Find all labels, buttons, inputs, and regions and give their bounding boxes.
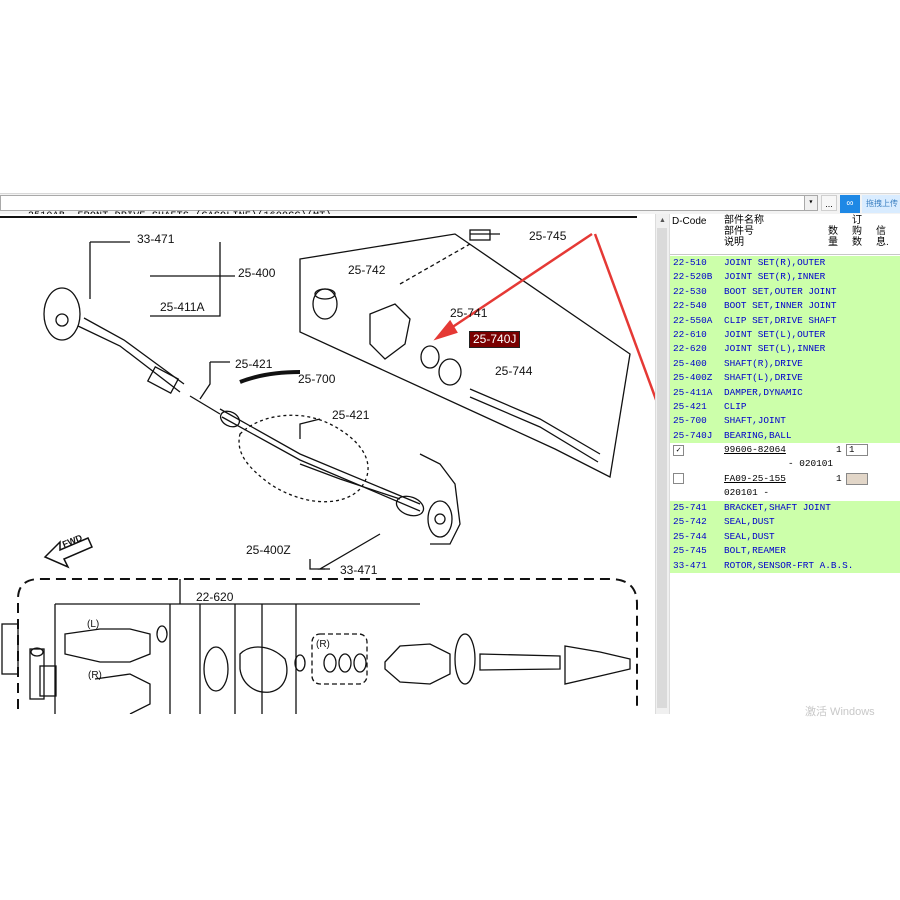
diagram-drawing [0,216,655,714]
callout-25-700: 25-700 [298,372,336,386]
chevron-down-icon[interactable]: ▾ [804,196,817,210]
callout-25-421-bottom: 25-421 [332,408,370,422]
callout-right-label-2: (R) [316,639,330,650]
upload-button[interactable]: 拖拽上传 [862,195,900,213]
diagram-scrollbar[interactable]: ▲ [655,214,670,714]
callout-25-421-top: 25-421 [235,357,273,371]
callout-25-741: 25-741 [450,306,488,320]
header-dcode: D-Code [672,216,707,227]
scroll-up-icon[interactable]: ▲ [659,217,666,224]
callout-left-label: (L) [87,619,100,630]
header-qty: 数 量 [828,226,838,248]
parts-list-header: D-Code 部件名称 部件号 说明 数 量 订 购 数 信 息. [670,214,900,255]
link-icon[interactable]: ∞ [840,195,860,213]
header-order: 订 购 数 [852,215,862,248]
title-bar: 2510AB FRONT DRIVE SHAFTS (GASOLINE)(160… [0,193,900,222]
variant-qty: 1 [836,473,842,484]
callout-22-620: 22-620 [196,590,234,604]
callout-33-471-top: 33-471 [137,232,175,246]
header-info: 信 息. [876,226,889,248]
scrollbar-thumb[interactable] [657,228,667,708]
part-variant-item: FA09-25-155 1 020101 - [670,472,900,500]
more-button[interactable]: ... [821,195,837,211]
callout-25-400z: 25-400Z [246,543,291,557]
variant-qty: 1 [836,444,842,455]
order-qty-input[interactable]: 1 [846,444,868,456]
variant-checkbox[interactable]: ✓ [673,445,684,456]
variant-part-number[interactable]: FA09-25-155 [724,473,786,484]
annotation-arrows [433,232,655,401]
header-part-name: 部件名称 部件号 说明 [724,215,764,248]
variant-date: - 020101 [788,458,834,469]
highlighted-callout-25-740j[interactable]: 25-740J [469,331,521,348]
parts-list-panel: D-Code 部件名称 部件号 说明 数 量 订 购 数 信 息. 22-510… [670,214,900,714]
callout-25-744: 25-744 [495,364,533,378]
diagram-select[interactable]: 2510AB FRONT DRIVE SHAFTS (GASOLINE)(160… [0,195,818,222]
callout-right-label: (R) [88,670,102,681]
callout-25-400: 25-400 [238,266,276,280]
variant-date: 020101 - [724,487,770,498]
callout-25-411a: 25-411A [160,300,205,314]
part-variant-item: ✓ 99606-82064 1 1 - 020101 [670,443,900,471]
callout-33-471-bottom: 33-471 [340,563,378,577]
windows-activation-watermark: 激活 Windows [805,706,875,718]
fwd-arrow-icon [43,537,93,569]
callout-25-745: 25-745 [529,229,567,243]
callout-25-742: 25-742 [348,263,386,277]
variant-part-number[interactable]: 99606-82064 [724,444,786,455]
variant-checkbox[interactable] [673,473,684,484]
parts-diagram: 33-471 25-400 25-411A 25-421 25-700 25-4… [0,214,655,714]
order-qty-input[interactable] [846,473,868,485]
